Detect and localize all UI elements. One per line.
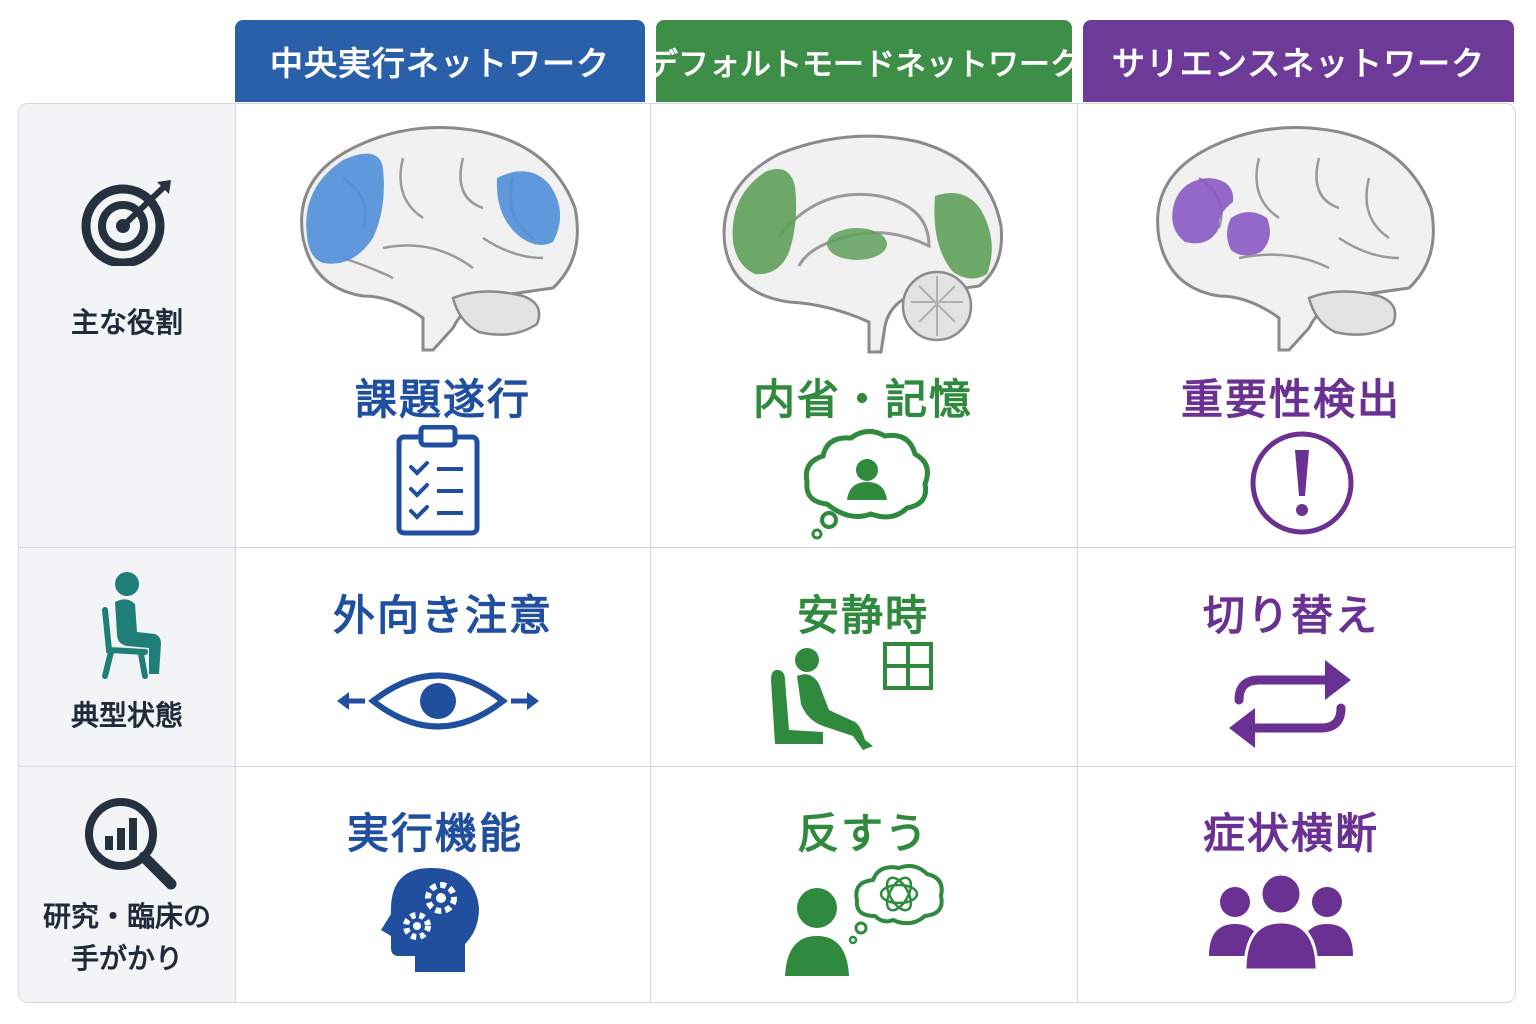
people-group-icon xyxy=(1209,872,1353,972)
row-label-line: 研究・臨床の xyxy=(42,900,211,933)
cell-text-transdiagnostic: 症状横断 xyxy=(1202,809,1379,858)
row-header-column xyxy=(19,104,235,1002)
cell-text-introspection-memory: 内省・記憶 xyxy=(752,375,973,424)
cell-text-switching: 切り替え xyxy=(1202,591,1379,640)
target-icon xyxy=(81,180,171,266)
switch-arrows-icon xyxy=(1229,660,1351,748)
column-header-salience: サリエンスネットワーク xyxy=(1083,20,1514,102)
head-gears-icon xyxy=(381,868,479,972)
cell-text-rumination: 反すう xyxy=(796,809,929,858)
row-label-research-clinical: 研究・臨床の 手がかり xyxy=(19,896,235,980)
thought-bubble-person-icon xyxy=(803,429,930,540)
brain-lateral-executive-illustration xyxy=(300,126,579,352)
brain-lateral-salience-illustration xyxy=(1156,126,1435,352)
column-header-default-mode: デフォルトモードネットワーク xyxy=(647,20,1081,102)
divider xyxy=(1077,104,1078,1002)
seated-person-icon xyxy=(102,572,161,679)
row-label-typical-state: 典型状態 xyxy=(70,699,183,732)
divider xyxy=(235,104,236,1002)
exclamation-circle-icon xyxy=(1250,431,1354,535)
column-header-label: サリエンスネットワーク xyxy=(1111,44,1486,83)
divider xyxy=(650,104,651,1002)
brain-medial-default-mode-illustration xyxy=(722,134,1004,354)
cell-text-resting-state: 安静時 xyxy=(796,591,929,640)
cell-text-salience-detection: 重要性検出 xyxy=(1180,375,1401,424)
column-header-central-executive: 中央実行ネットワーク xyxy=(235,20,645,102)
cell-text-task-execution: 課題遂行 xyxy=(354,375,531,424)
magnifier-chart-icon xyxy=(85,798,177,890)
resting-armchair-icon xyxy=(771,642,933,750)
column-header-label: 中央実行ネットワーク xyxy=(270,44,610,83)
clipboard-checklist-icon xyxy=(396,425,480,536)
column-header-label: デフォルトモードネットワーク xyxy=(647,46,1081,83)
cell-text-external-attention: 外向き注意 xyxy=(332,591,553,640)
row-label-line: 手がかり xyxy=(70,942,183,975)
comparison-grid: 主な役割 典型状態 研究・臨床の 手がかり 課題遂行 xyxy=(18,103,1516,1003)
cell-text-executive-function: 実行機能 xyxy=(346,809,523,858)
eye-arrows-icon xyxy=(337,672,539,730)
divider xyxy=(19,766,1515,767)
person-thought-swirl-icon xyxy=(785,864,944,976)
divider xyxy=(19,547,1515,548)
row-label-main-role: 主な役割 xyxy=(70,306,183,339)
